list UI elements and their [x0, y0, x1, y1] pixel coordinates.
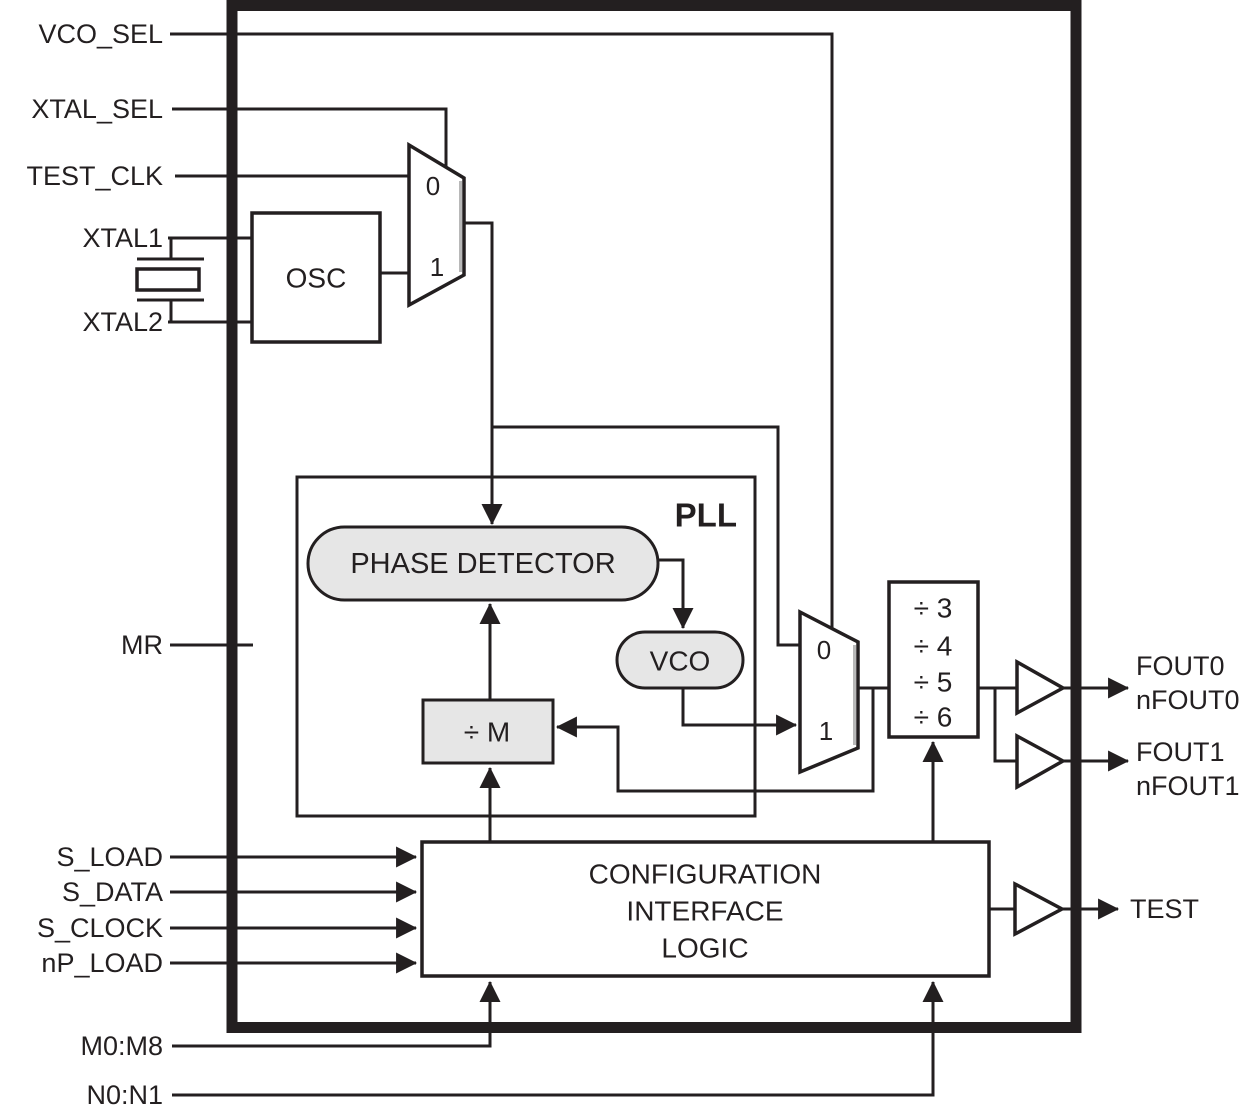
divide-m-label: ÷ M — [464, 717, 510, 748]
pin-s-load: S_LOAD — [56, 842, 163, 872]
config-logic-block — [420, 840, 991, 978]
config-label-line1: CONFIGURATION — [589, 859, 822, 890]
test-buffer — [1013, 881, 1066, 937]
divider-option-6: ÷ 6 — [914, 702, 953, 733]
pin-xtal1: XTAL1 — [82, 223, 163, 253]
pin-n-bus: N0:N1 — [86, 1080, 163, 1110]
ref-mux-input1-label: 1 — [430, 252, 444, 282]
chip-outline — [226, 0, 1082, 1033]
phase-detector-block — [306, 525, 660, 602]
vco-mux-input0-label: 0 — [817, 635, 831, 665]
pin-m-bus: M0:M8 — [80, 1031, 163, 1061]
phase-detector-label: PHASE DETECTOR — [350, 548, 615, 580]
vco-label: VCO — [650, 646, 711, 677]
wire-phase-detector-to-vco — [658, 558, 694, 630]
pin-vco-sel: VCO_SEL — [38, 19, 163, 49]
wire-vco-sel — [170, 32, 834, 629]
vco-mux-input1-label: 1 — [819, 716, 833, 746]
pin-s-data: S_DATA — [62, 877, 163, 907]
osc-label: OSC — [286, 263, 347, 294]
pin-test-clk: TEST_CLK — [26, 161, 163, 191]
fout0-buffer — [1015, 659, 1067, 716]
crystal-body — [135, 267, 201, 292]
wire-junction-to-buffer1 — [993, 688, 1017, 763]
wire-feedback-to-divm — [555, 688, 875, 793]
divide-m-block — [421, 698, 555, 765]
crystal-symbol — [135, 238, 204, 322]
pll-block — [295, 475, 757, 818]
block-labels: OSC 0 1 PLL PHASE DETECTOR VCO ÷ M 0 1 ÷… — [286, 171, 953, 964]
vco-block — [615, 630, 745, 690]
pin-xtal2: XTAL2 — [82, 307, 163, 337]
wire-ref-branch-to-vcomux — [492, 425, 799, 647]
pin-labels: VCO_SEL XTAL_SEL TEST_CLK XTAL1 XTAL2 MR… — [26, 19, 1239, 1110]
pin-nfout1: nFOUT1 — [1136, 771, 1240, 801]
wire-m-bus — [172, 980, 501, 1048]
pin-nfout0: nFOUT0 — [1136, 685, 1240, 715]
pin-test: TEST — [1130, 894, 1199, 924]
wire-vco-to-vcomux — [681, 688, 798, 736]
vco-mux — [798, 609, 860, 775]
pin-fout1: FOUT1 — [1136, 737, 1225, 767]
pll-label: PLL — [675, 497, 737, 534]
ref-mux-input0-label: 0 — [426, 171, 440, 201]
pin-xtal-sel: XTAL_SEL — [31, 94, 163, 124]
fout1-buffer — [1015, 733, 1067, 790]
ref-mux — [407, 141, 466, 308]
pin-s-clock: S_CLOCK — [37, 913, 163, 943]
divider-option-4: ÷ 4 — [914, 631, 953, 662]
divider-option-5: ÷ 5 — [914, 667, 953, 698]
output-divider-block — [887, 580, 980, 739]
wire-n-bus — [172, 980, 944, 1097]
pin-mr: MR — [121, 630, 163, 660]
pin-np-load: nP_LOAD — [41, 948, 163, 978]
wire-refmux-to-phase-detector — [464, 221, 503, 526]
wire-xtal-sel — [172, 107, 448, 168]
osc-block — [250, 211, 382, 344]
divider-option-3: ÷ 3 — [914, 593, 953, 624]
pin-fout0: FOUT0 — [1136, 651, 1225, 681]
wires — [168, 32, 1130, 1097]
config-label-line3: LOGIC — [661, 933, 748, 964]
config-label-line2: INTERFACE — [626, 896, 783, 927]
